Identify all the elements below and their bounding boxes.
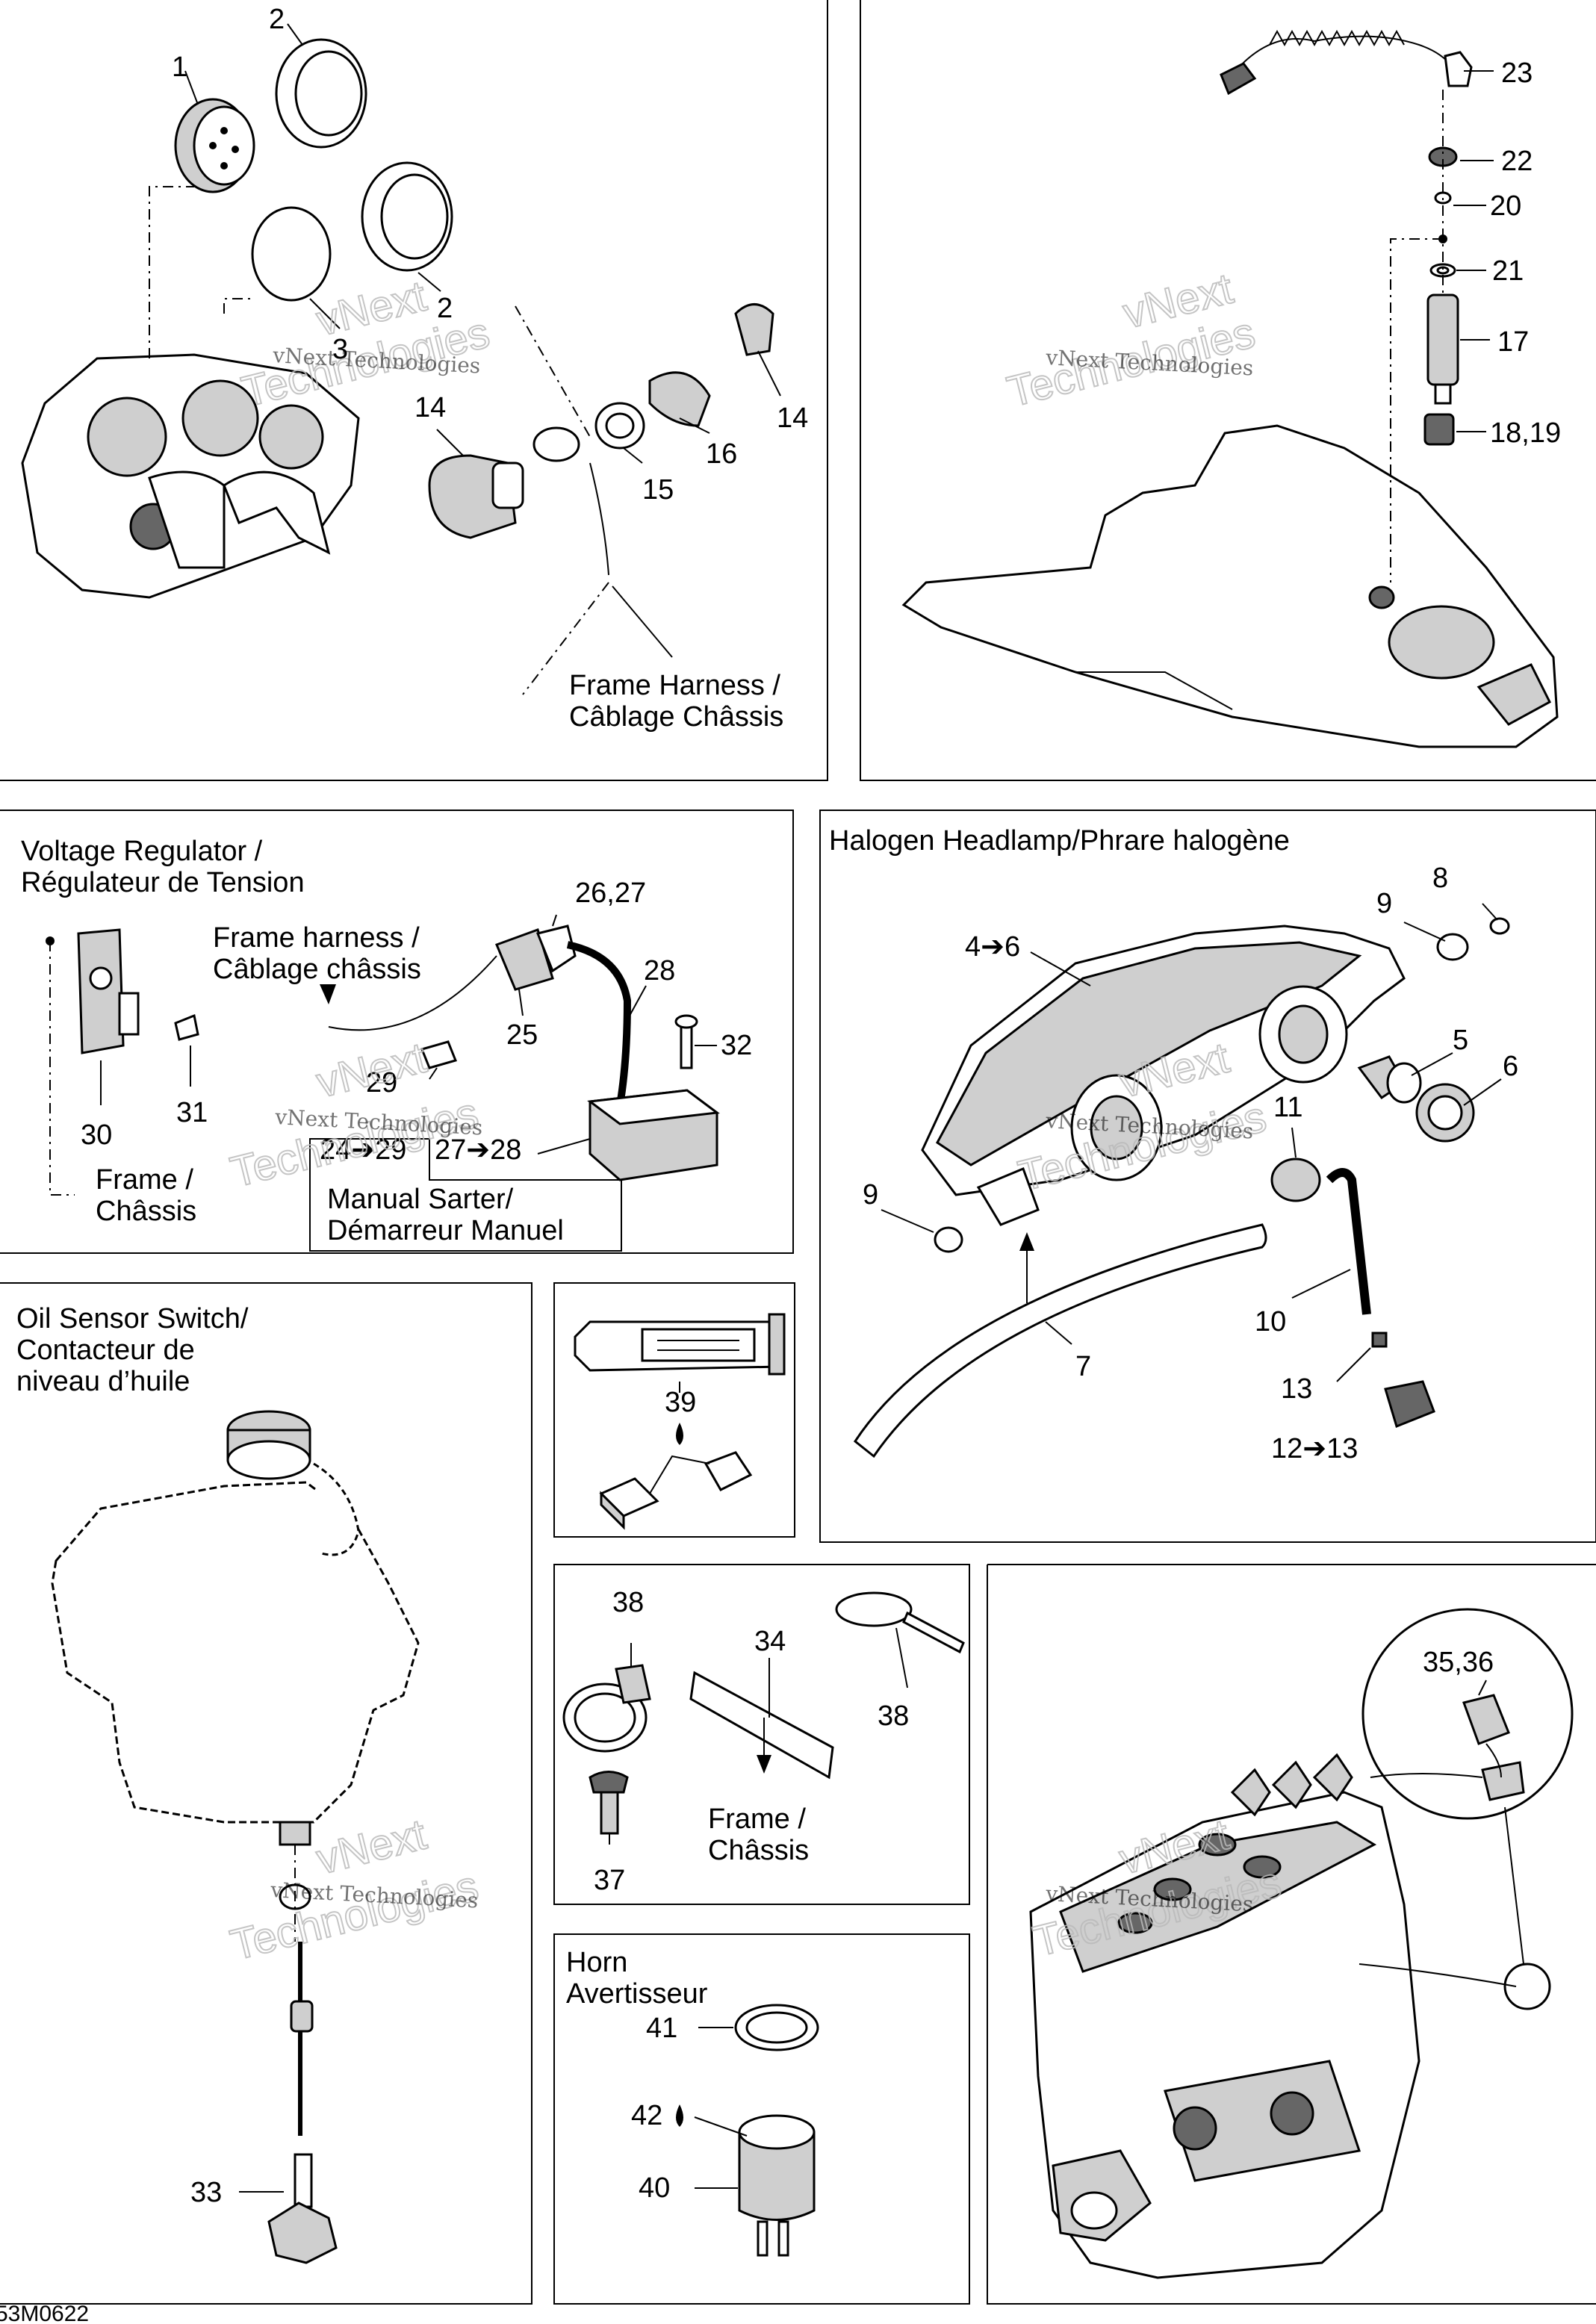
callout-5: 5 <box>1453 1025 1468 1056</box>
tether-callouts: 23 22 20 21 17 18,19 <box>1490 58 1561 449</box>
callout-22: 22 <box>1501 146 1533 177</box>
regulator-frame-2: Châssis <box>96 1196 196 1227</box>
callout-21: 21 <box>1492 255 1524 287</box>
grease-panel <box>574 1313 786 1530</box>
regulator-title-2: Régulateur de Tension <box>21 867 305 898</box>
callout-42: 42 <box>631 2100 662 2131</box>
callout-27-28: 27➔28 <box>435 1134 521 1166</box>
callout-3: 3 <box>332 334 348 365</box>
callout-28: 28 <box>644 955 675 987</box>
engine-texts: 35,36 <box>1423 1647 1494 1678</box>
diagram-id: 53M0622 <box>0 2302 89 2324</box>
callout-2b: 2 <box>437 293 453 324</box>
callout-17: 17 <box>1497 326 1529 358</box>
headlamp-panel <box>853 903 1510 1458</box>
callout-32: 32 <box>721 1030 752 1061</box>
clips-texts: 38 34 38 37 Frame / Châssis <box>594 1587 909 1896</box>
horn-panel <box>676 2004 819 2257</box>
engine-panel <box>1029 1608 1574 2279</box>
callout-6: 6 <box>1503 1051 1518 1082</box>
callout-9a: 9 <box>1376 888 1392 919</box>
callout-16: 16 <box>706 438 737 470</box>
callout-37: 37 <box>594 1865 625 1896</box>
callout-12-13: 12➔13 <box>1271 1433 1358 1464</box>
callout-13: 13 <box>1281 1373 1312 1405</box>
callout-38a: 38 <box>612 1587 644 1618</box>
oil-panel <box>51 1410 420 2264</box>
regulator-harness-2: Câblage châssis <box>213 954 421 985</box>
manual-starter-2: Démarreur Manuel <box>327 1215 564 1246</box>
callout-18-19: 18,19 <box>1490 417 1561 449</box>
callout-24-29: 24➔29 <box>320 1134 406 1166</box>
callout-15: 15 <box>642 474 674 506</box>
callout-30: 30 <box>81 1119 112 1151</box>
callout-33: 33 <box>190 2177 222 2208</box>
regulator-harness-1: Frame harness / <box>213 922 420 954</box>
watermark-big-5a: vNext <box>311 1810 431 1884</box>
oil-title-3: niveau d’huile <box>16 1366 190 1397</box>
gauges-panel <box>21 23 781 695</box>
callout-26-27: 26,27 <box>575 877 646 909</box>
headlamp-title: Halogen Headlamp/Phrare halogène <box>829 825 1290 857</box>
callout-39: 39 <box>665 1387 696 1418</box>
callout-4-6: 4➔6 <box>965 931 1020 963</box>
oil-title-2: Contacteur de <box>16 1335 195 1366</box>
clips-frame-1: Frame / <box>708 1803 806 1835</box>
tether-panel <box>901 29 1559 748</box>
horn-title-1: Horn <box>566 1947 627 1978</box>
callout-29: 29 <box>366 1067 397 1099</box>
callout-8: 8 <box>1432 863 1448 894</box>
callout-41: 41 <box>646 2013 677 2044</box>
callout-38b: 38 <box>878 1700 909 1732</box>
callout-40: 40 <box>639 2172 670 2204</box>
grease-texts: 39 <box>665 1387 696 1418</box>
callout-2a: 2 <box>269 4 285 35</box>
regulator-frame-1: Frame / <box>96 1164 193 1196</box>
clips-frame-2: Châssis <box>708 1835 809 1866</box>
callout-23: 23 <box>1501 58 1533 89</box>
headlamp-texts: Halogen Headlamp/Phrare halogène 8 9 4➔6… <box>829 825 1518 1464</box>
callout-35-36: 35,36 <box>1423 1647 1494 1678</box>
gauges-callouts: 1 2 2 3 14 14 15 16 Frame Harness / Câbl… <box>172 4 808 733</box>
callout-11: 11 <box>1273 1092 1302 1123</box>
manual-starter-1: Manual Sarter/ <box>327 1184 514 1215</box>
callout-10: 10 <box>1255 1306 1286 1337</box>
oil-title-1: Oil Sensor Switch/ <box>16 1303 249 1335</box>
callout-14a: 14 <box>414 392 446 423</box>
callout-14b: 14 <box>777 403 808 434</box>
callout-20: 20 <box>1490 190 1521 222</box>
frame-harness-caption-2: Câblage Châssis <box>569 701 783 733</box>
regulator-title-1: Voltage Regulator / <box>21 836 263 867</box>
callout-1: 1 <box>172 52 187 83</box>
oil-texts: Oil Sensor Switch/ Contacteur de niveau … <box>16 1303 249 2208</box>
horn-texts: Horn Avertisseur 41 42 40 <box>566 1947 708 2204</box>
frame-harness-caption-1: Frame Harness / <box>569 670 780 701</box>
callout-25: 25 <box>506 1019 538 1051</box>
regulator-texts: Voltage Regulator / Régulateur de Tensio… <box>21 836 752 1246</box>
callout-9b: 9 <box>863 1179 878 1211</box>
horn-title-2: Avertisseur <box>566 1978 708 2010</box>
callout-31: 31 <box>176 1097 208 1128</box>
regulator-panel <box>46 914 720 1252</box>
clips-panel <box>562 1591 965 1845</box>
watermark-big-5b: Technologies <box>226 1862 482 1970</box>
callout-34: 34 <box>754 1626 786 1657</box>
callout-7: 7 <box>1075 1351 1091 1382</box>
